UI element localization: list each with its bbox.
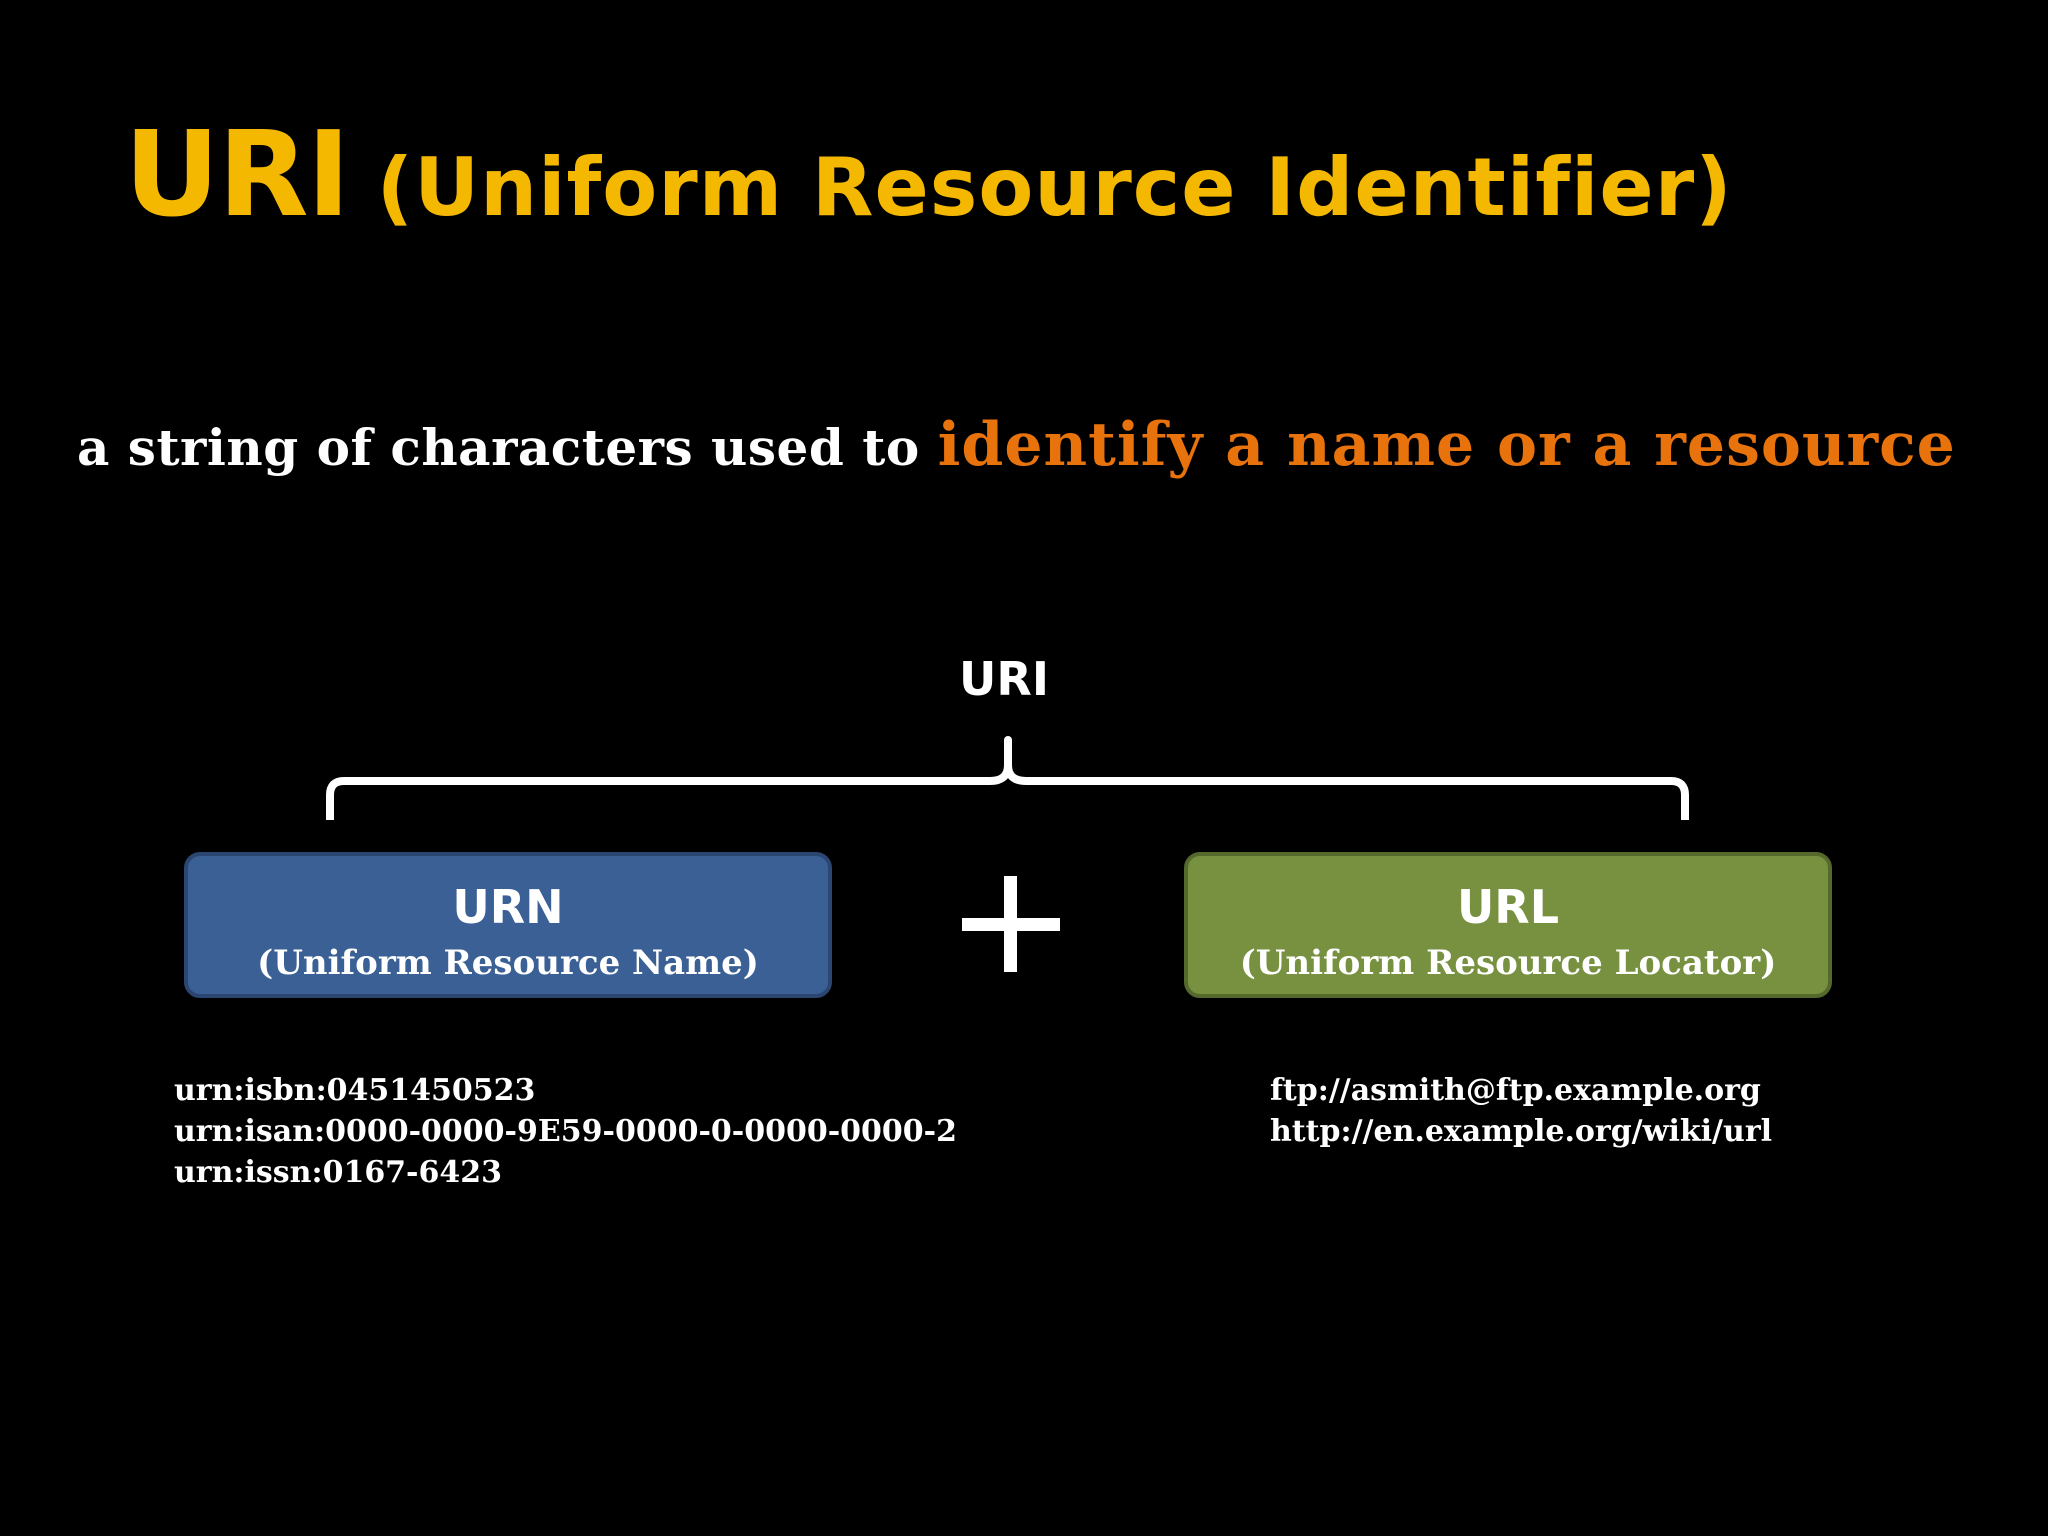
url-examples-list: ftp://asmith@ftp.example.org http://en.e… [1270,1070,1772,1152]
url-title: URL [1456,880,1560,934]
title-subtitle: (Uniform Resource Identifier) [376,141,1733,234]
title-main: URI [124,105,351,243]
definition-highlight: identify a name or a resource [937,410,1956,480]
urn-example: urn:isan:0000-0000-9E59-0000-0-0000-0000… [174,1114,957,1149]
plus-sign [962,876,1060,972]
url-subtitle: (Uniform Resource Locator) [1239,943,1777,983]
urn-example: urn:issn:0167-6423 [174,1155,503,1190]
url-example: ftp://asmith@ftp.example.org [1270,1073,1761,1108]
url-box: URL (Uniform Resource Locator) [1184,852,1832,998]
definition-text: a string of characters used to identify … [77,415,1956,475]
urn-title: URN [452,880,564,934]
urn-example: urn:isbn:0451450523 [174,1073,536,1108]
urn-examples-list: urn:isbn:0451450523 urn:isan:0000-0000-9… [174,1070,957,1193]
url-example: http://en.example.org/wiki/url [1270,1114,1773,1149]
slide-title: URI(Uniform Resource Identifier) [124,115,1733,233]
urn-subtitle: (Uniform Resource Name) [257,943,759,983]
definition-plain: a string of characters used to [77,418,938,477]
uri-root-label: URI [959,652,1049,706]
urn-box: URN (Uniform Resource Name) [184,852,832,998]
